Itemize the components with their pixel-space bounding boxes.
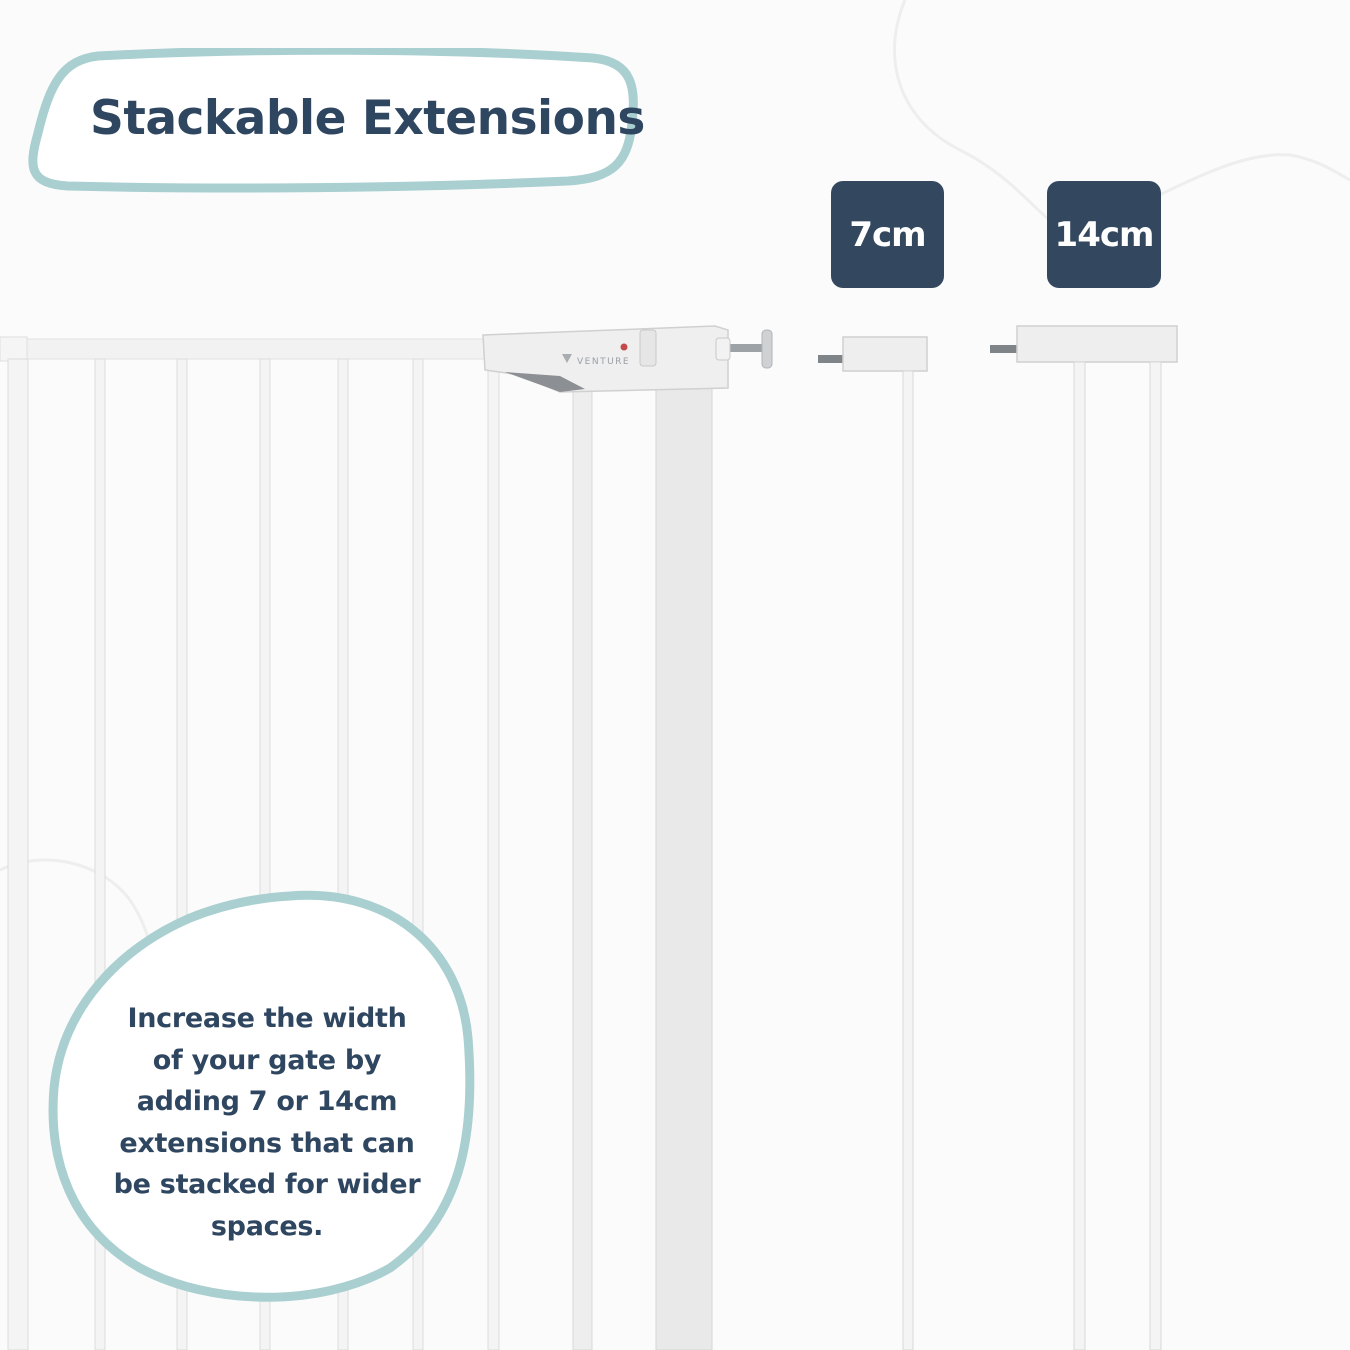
extension-bar [1073, 361, 1086, 1350]
lock-indicator-icon [620, 343, 628, 351]
badge-7cm: 7cm [831, 181, 944, 288]
spindle-thread [728, 344, 764, 352]
gate-bar [337, 358, 349, 1350]
latch-shadow [505, 372, 585, 392]
title-banner: Stackable Extensions [28, 48, 645, 193]
gate-left-cap [0, 336, 28, 362]
gate-side-frame [655, 387, 713, 1350]
gate-bar [487, 369, 500, 1350]
description-bubble: Increase the width of your gate by addin… [40, 888, 480, 1306]
badge-14cm: 14cm [1047, 181, 1161, 288]
page-title: Stackable Extensions [90, 90, 645, 146]
extension-7cm [818, 336, 928, 1350]
main-gate: VENTURE [0, 325, 773, 1350]
gate-bar [7, 358, 29, 1350]
description-text: Increase the width of your gate by addin… [113, 1003, 421, 1242]
extension-peg [818, 355, 844, 363]
gate-bar [94, 358, 106, 1350]
latch-release [639, 329, 657, 367]
gate-bar [259, 358, 271, 1350]
extension-bar [902, 370, 914, 1350]
extension-14cm [990, 325, 1178, 1350]
venture-logo-icon [562, 354, 572, 363]
extension-connector [1016, 325, 1178, 363]
extension-connector [842, 336, 928, 372]
gate-top-rail [0, 338, 501, 360]
gate-bar [412, 358, 424, 1350]
extension-peg [990, 345, 1018, 353]
extension-bar [1149, 361, 1162, 1350]
description-bubble-outline [48, 890, 475, 1302]
title-banner-outline [28, 48, 638, 193]
venture-logo: VENTURE [577, 357, 630, 367]
gate-bar [572, 387, 593, 1350]
spindle-pad [761, 329, 773, 369]
spindle-nut [715, 337, 731, 361]
gate-bar [176, 358, 188, 1350]
